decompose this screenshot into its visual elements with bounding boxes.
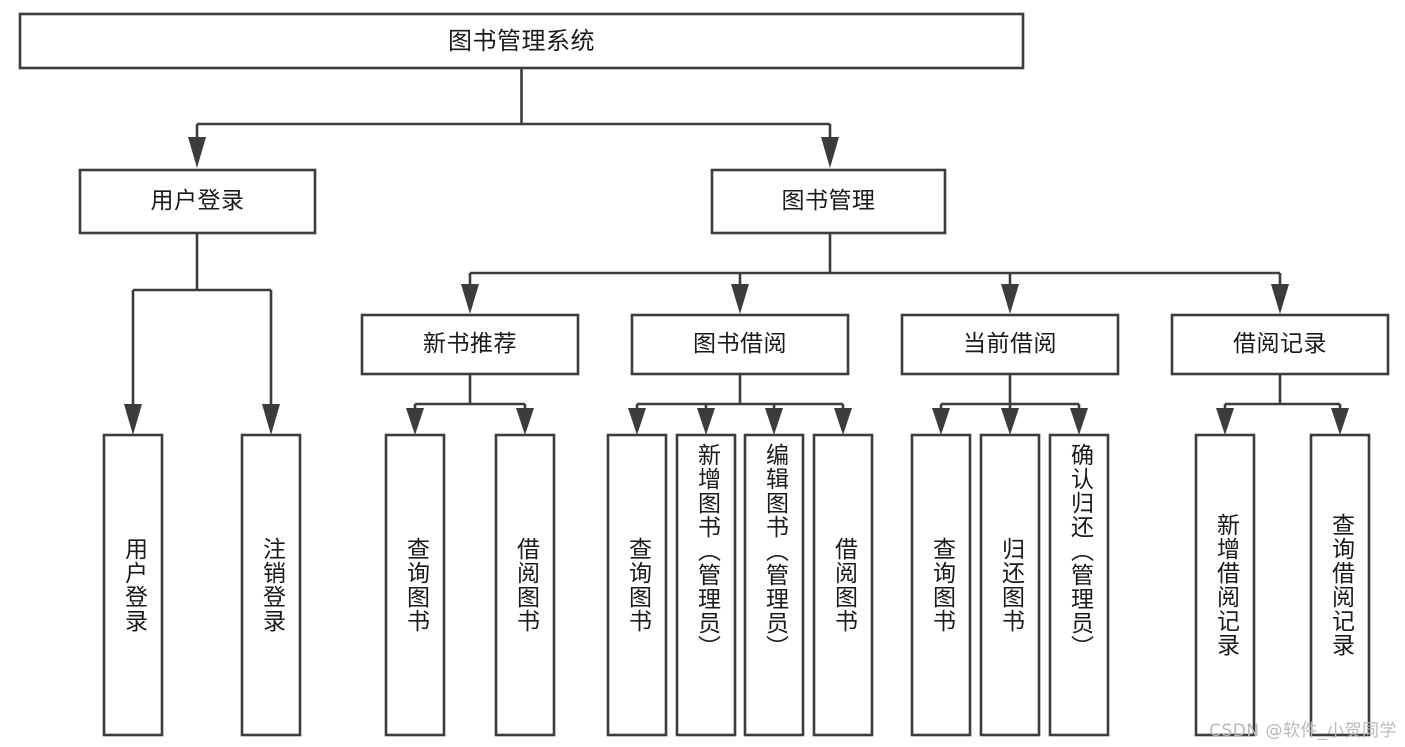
leaf-box-leaf-borrow-book-2[interactable]	[812, 433, 874, 737]
leaf-box-leaf-query-book-1[interactable]	[384, 433, 446, 737]
arrow-head-leaf-logout-login	[262, 404, 280, 435]
leaf-box-leaf-query-book-3[interactable]	[910, 433, 972, 737]
arrow-head-borrow-record	[1271, 284, 1289, 314]
arrow-head-book-borrow	[731, 284, 749, 314]
arrow-head-leaf-query-book-1	[406, 408, 424, 435]
arrow-head-book-management	[821, 137, 839, 168]
node-box-book-management[interactable]	[710, 168, 947, 235]
node-box-new-book-recommend[interactable]	[360, 313, 580, 376]
node-box-borrow-record[interactable]	[1170, 313, 1390, 376]
arrow-head-leaf-add-borrow-record	[1216, 408, 1234, 435]
connector-borrow-record-to-leaves	[1223, 374, 1342, 410]
node-box-book-borrow[interactable]	[630, 313, 850, 376]
arrow-head-leaf-add-book	[697, 408, 715, 435]
arrow-head-leaf-borrow-book-2	[834, 408, 852, 435]
node-box-root[interactable]	[18, 12, 1025, 70]
leaf-box-leaf-return-book[interactable]	[979, 433, 1041, 737]
connector-root-to-level1	[195, 68, 832, 137]
arrow-head-leaf-confirm-return	[1070, 408, 1088, 435]
connector-new-book-recommend-to-leaves	[413, 374, 527, 410]
leaf-box-leaf-logout-login[interactable]	[240, 433, 302, 737]
connector-user-login-to-leaves	[131, 233, 273, 404]
leaf-box-leaf-query-book-2[interactable]	[606, 433, 668, 737]
arrow-head-leaf-edit-book	[765, 408, 783, 435]
arrow-head-leaf-query-book-3	[932, 408, 950, 435]
leaf-box-leaf-edit-book[interactable]	[743, 433, 805, 737]
leaf-box-leaf-borrow-book-1[interactable]	[494, 433, 556, 737]
arrow-head-leaf-query-borrow-record	[1331, 408, 1349, 435]
arrow-head-user-login	[188, 137, 206, 168]
leaf-box-leaf-add-book[interactable]	[675, 433, 737, 737]
node-box-user-login[interactable]	[78, 168, 317, 235]
arrow-head-new-book-recommend	[461, 284, 479, 314]
arrow-head-leaf-borrow-book-1	[516, 408, 534, 435]
arrow-head-leaf-return-book	[1001, 408, 1019, 435]
leaf-box-leaf-add-borrow-record[interactable]	[1194, 433, 1256, 737]
connector-current-borrow-to-leaves	[939, 374, 1081, 410]
connector-book-management-to-level2	[468, 233, 1282, 284]
leaf-box-leaf-query-borrow-record[interactable]	[1309, 433, 1371, 737]
arrow-head-leaf-query-book-2	[628, 408, 646, 435]
leaf-box-leaf-confirm-return[interactable]	[1048, 433, 1110, 737]
connector-book-borrow-to-leaves	[635, 374, 845, 410]
arrow-head-current-borrow	[1001, 284, 1019, 314]
arrow-head-leaf-user-login	[124, 404, 142, 435]
node-box-current-borrow[interactable]	[900, 313, 1120, 376]
leaf-box-leaf-user-login[interactable]	[102, 433, 164, 737]
